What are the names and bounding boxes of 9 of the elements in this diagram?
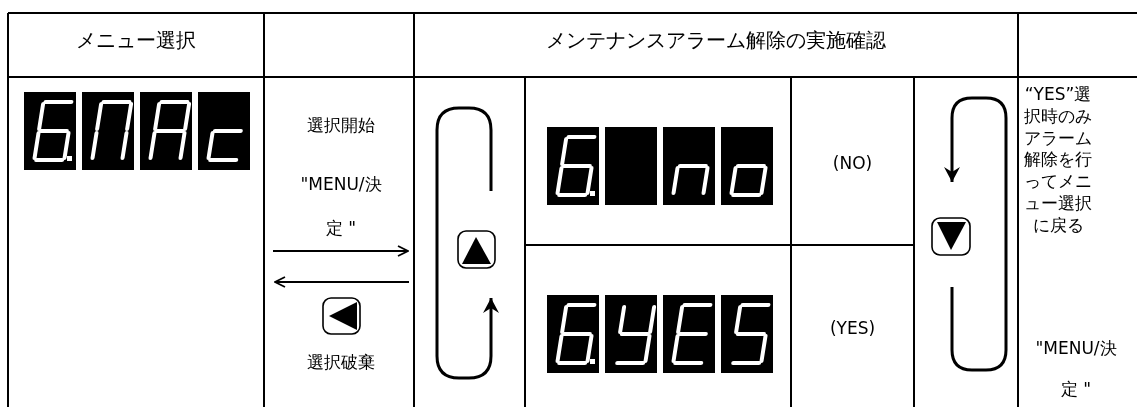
column-header: メニュー選択 [75,28,197,52]
key-instruction: "MENU/決定 " [1034,337,1118,401]
key-instruction: 選択破棄 [306,352,376,373]
column-header: メンテナンスアラーム解除の実施確認 [545,28,887,52]
key-instruction: 選択開始 [306,115,376,136]
option-text: (NO) [831,153,874,174]
option-text: (YES) [828,318,877,339]
key-instruction: "MENU/決定 " [299,173,383,241]
note-text: “YES”選択時のみアラーム解除を行ってメニュー選択に戻る [1023,84,1093,237]
